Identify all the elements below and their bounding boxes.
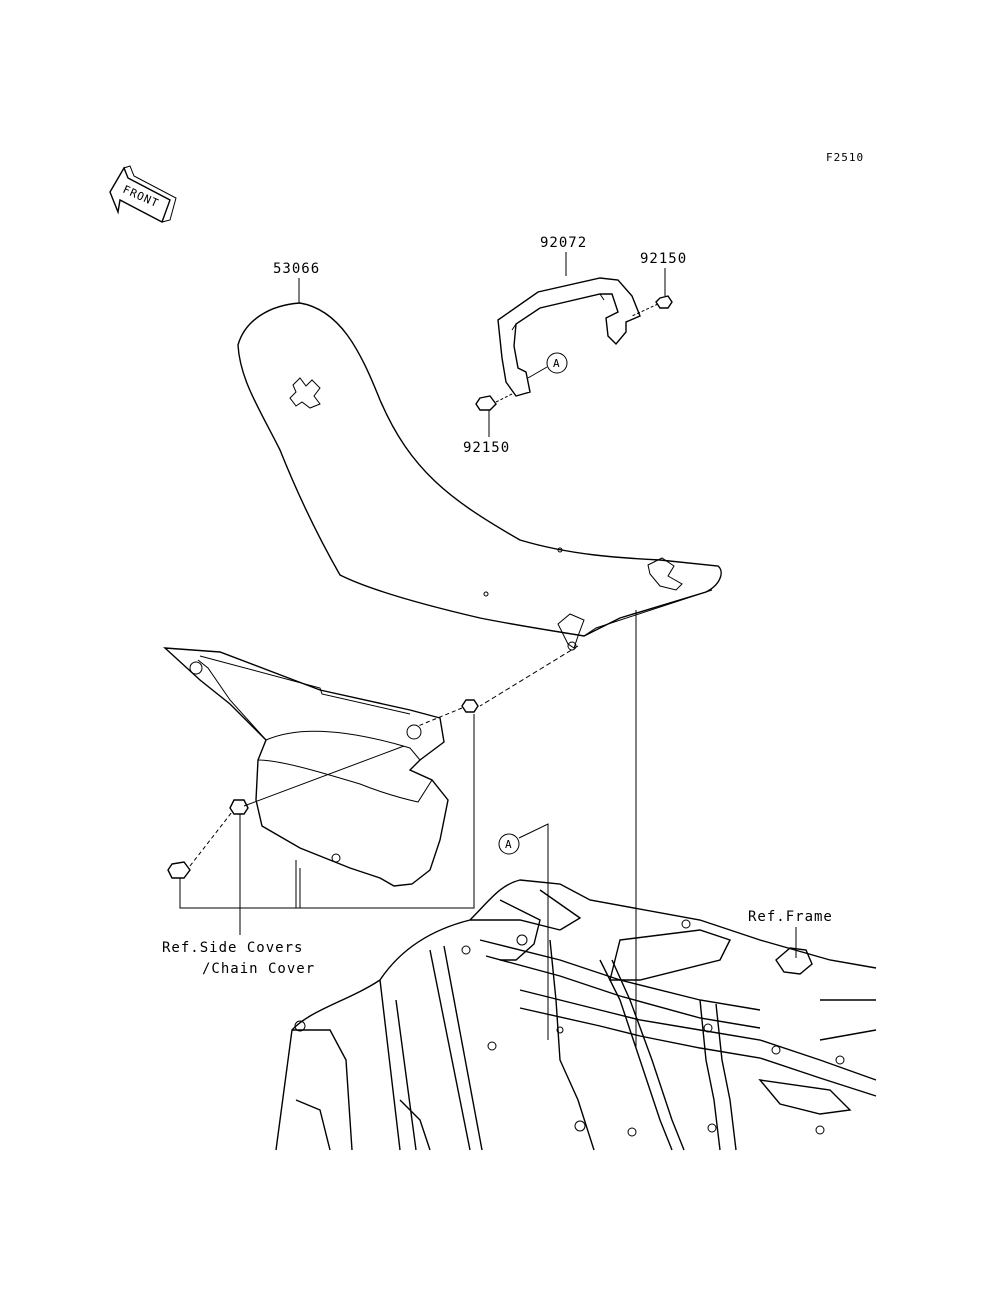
ref-side-covers: Ref.Side Covers: [162, 940, 303, 956]
side-cover-part: [163, 647, 449, 887]
frame-part: [275, 879, 877, 1151]
part-label-grab-bar: 92072: [540, 235, 587, 251]
ref-marker-a-bottom: A: [498, 823, 549, 1040]
front-arrow-icon: FRONT: [109, 165, 177, 223]
seat-part: [237, 302, 722, 651]
svg-text:A: A: [505, 838, 513, 851]
bolt-left-icon: [475, 393, 513, 411]
grab-bar-part: [497, 277, 641, 397]
ref-frame: Ref.Frame: [748, 909, 833, 925]
figure-code: F2510: [826, 151, 864, 164]
part-label-seat: 53066: [273, 261, 320, 277]
part-label-bolt-right: 92150: [640, 251, 687, 267]
part-label-bolt-left: 92150: [463, 440, 510, 456]
ref-chain-cover: /Chain Cover: [202, 961, 315, 977]
svg-text:A: A: [553, 357, 561, 370]
bolt-right-icon: [631, 295, 673, 317]
ref-marker-a-top: A: [527, 352, 568, 379]
